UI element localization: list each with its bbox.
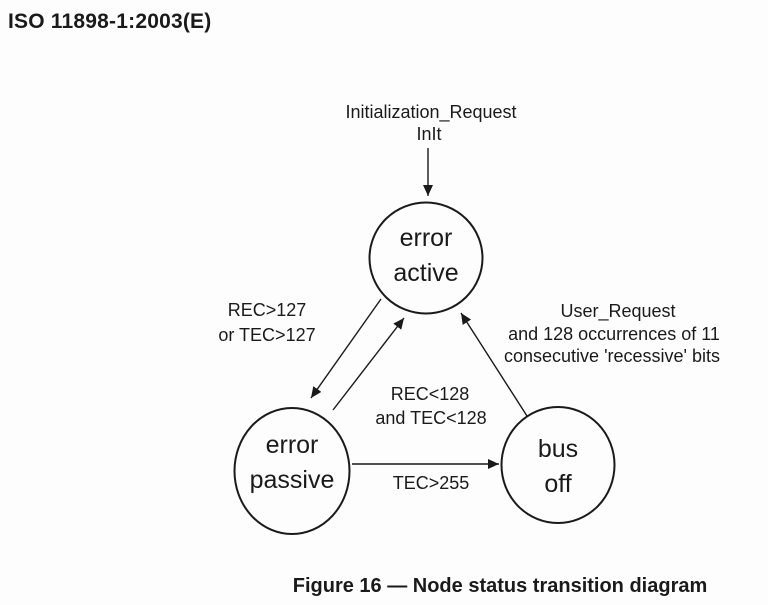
passive-to-active-label-line2: and TEC<128 [375,408,486,428]
transition-error-active-to-error-passive [310,298,382,399]
busoff-to-active-label-line1: User_Request [560,301,675,322]
error-active-circle [368,201,484,315]
busoff-to-active-label-line2: and 128 occurrences of 11 [508,324,720,344]
init-label-line2: InIt [416,124,441,144]
error-active-label-line2: active [393,259,458,287]
state-bus-off: bus off [500,406,616,524]
transition-bus-off-to-error-active [460,312,528,417]
active-to-passive-label-line1: REC>127 [228,300,307,320]
bus-off-circle [500,406,616,524]
label-rec-gt-127: REC>127 or TEC>127 [218,300,315,345]
transition-error-passive-to-error-active [332,317,405,411]
bus-off-label-line1: bus [538,435,578,463]
error-passive-label-line1: error [266,431,319,459]
figure-caption: Figure 16 — Node status transition diagr… [292,575,708,597]
passive-to-active-arrow [332,317,405,411]
error-passive-label-line2: passive [250,466,335,494]
init-label-line1: Initialization_Request [345,102,516,123]
label-tec-gt-255: TEC>255 [393,473,470,493]
label-initialization-request: Initialization_Request InIt [345,102,516,144]
busoff-to-active-arrow [460,312,528,417]
label-user-request: User_Request and 128 occurrences of 11 c… [504,301,720,366]
state-error-active: error active [368,201,484,315]
document-header: ISO 11898-1:2003(E) [8,10,212,33]
error-active-label-line1: error [400,224,453,252]
label-rec-lt-128: REC<128 and TEC<128 [375,384,486,428]
bus-off-label-line2: off [544,470,571,498]
state-error-passive: error passive [233,407,351,535]
active-to-passive-label-line2: or TEC>127 [218,325,315,345]
active-to-passive-arrow [310,298,382,399]
passive-to-busoff-label: TEC>255 [393,473,470,493]
error-passive-circle [233,407,351,535]
passive-to-active-label-line1: REC<128 [391,384,470,404]
busoff-to-active-label-line3: consecutive 'recessive' bits [504,346,720,366]
